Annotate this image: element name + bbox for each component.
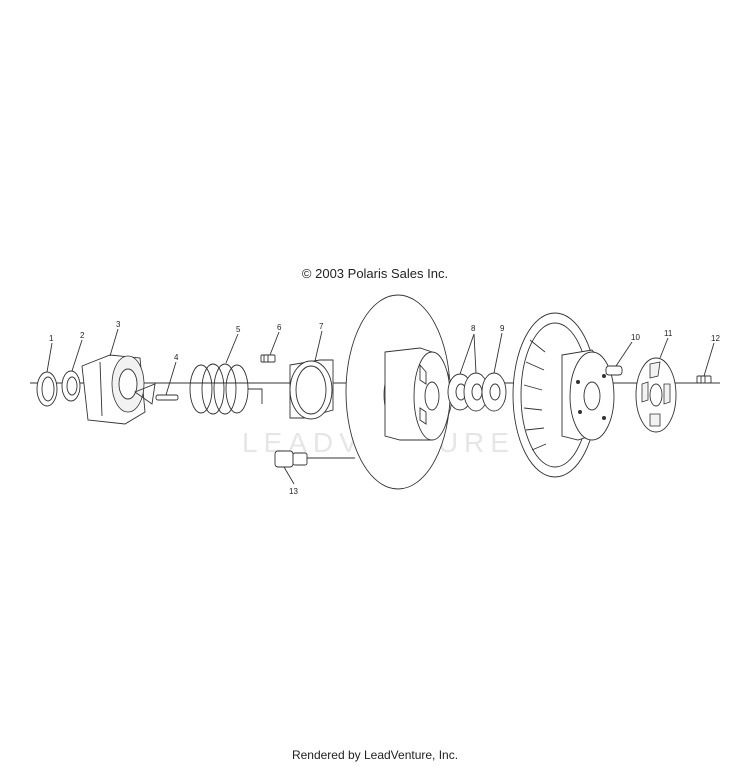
callout-13: 13 [289,487,298,496]
callout-10: 10 [631,333,640,342]
part-3-helix[interactable] [81,354,156,425]
stationary-sheave[interactable] [512,312,615,478]
callout-4: 4 [174,353,179,362]
part-1-snap-ring[interactable] [36,371,58,407]
part-4-pin[interactable] [155,394,179,401]
part-11-cover-plate[interactable] [635,357,677,433]
callout-5: 5 [236,325,241,334]
callout-9: 9 [500,324,505,333]
part-12-screw[interactable] [696,375,712,384]
callout-12: 12 [711,334,720,343]
footer-credit: Rendered by LeadVenture, Inc. [291,748,459,762]
part-8-washers[interactable] [447,372,489,412]
part-7-sleeve[interactable] [289,359,334,420]
callout-11: 11 [664,329,673,338]
part-5-spring[interactable] [189,363,263,415]
part-6-screw[interactable] [260,354,276,363]
callout-2: 2 [80,331,85,340]
part-9-washer[interactable] [481,372,507,412]
callout-7: 7 [319,322,324,331]
callout-1: 1 [49,334,54,343]
copyright-notice: © 2003 Polaris Sales Inc. [301,266,449,281]
part-2-washer[interactable] [61,370,81,402]
part-10-bushing[interactable] [605,365,623,376]
callout-3: 3 [116,320,121,329]
callout-6: 6 [277,323,282,332]
callout-8: 8 [471,324,476,333]
part-13-fitting[interactable] [274,450,355,468]
leader-lines [46,328,715,485]
moveable-sheave[interactable] [345,294,453,490]
callouts: 1 2 3 4 5 6 7 8 9 10 11 12 13 [49,320,720,496]
